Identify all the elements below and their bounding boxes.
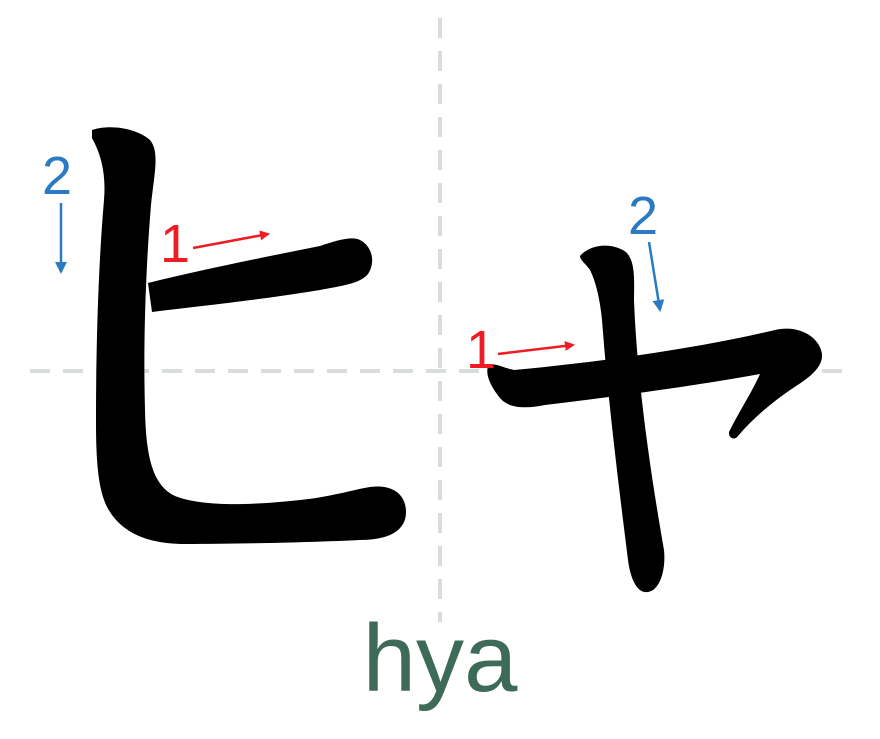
ya-stroke-1 <box>487 328 823 439</box>
hi-stroke-1-number: 1 <box>160 214 190 274</box>
down-arrow-icon <box>647 241 665 312</box>
ya-stroke-2-number: 2 <box>628 186 658 246</box>
hi-stroke-1 <box>148 238 373 312</box>
hi-stroke-2 <box>92 127 406 545</box>
ya-stroke-2 <box>580 245 665 593</box>
ya-stroke-2-marker: 2 <box>628 186 665 312</box>
ya-stroke-1-number: 1 <box>466 320 496 380</box>
character-small-ya <box>487 245 823 593</box>
hi-stroke-2-marker: 2 <box>42 146 72 274</box>
character-hi <box>92 127 406 545</box>
hi-stroke-2-number: 2 <box>42 146 72 206</box>
right-arrow-icon <box>497 340 575 356</box>
right-arrow-icon <box>192 230 270 250</box>
ya-stroke-1-marker: 1 <box>466 320 575 380</box>
hi-stroke-1-marker: 1 <box>160 214 270 274</box>
romaji-label: hya <box>362 605 518 712</box>
